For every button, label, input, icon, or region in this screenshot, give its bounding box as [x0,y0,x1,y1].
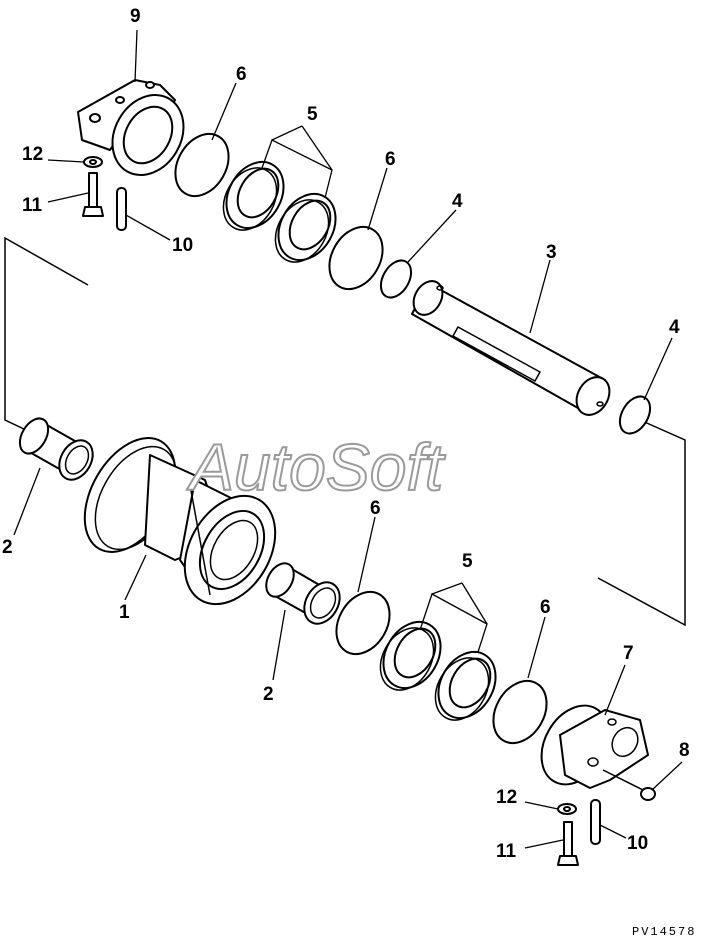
part-5-seal-upper-1 [222,161,285,231]
callout-6: 6 [236,64,247,85]
callout-4: 4 [452,191,463,212]
callout-4: 4 [669,317,680,338]
callout-10: 10 [172,235,193,256]
part-6-oring-upper-2 [328,226,384,290]
part-2-bushing-left [18,417,94,481]
part-12-washer-lower [557,803,577,815]
part-8-plug [602,769,656,801]
callout-11: 11 [22,195,43,216]
callout-2: 2 [2,537,13,558]
callout-12: 12 [496,787,517,808]
callout-6: 6 [385,149,396,170]
part-3-shaft [411,280,611,416]
callout-labels: 9 6 5 6 4 3 4 12 11 10 2 1 6 5 2 6 7 8 1… [2,6,690,862]
part-5-seal-lower-1 [379,621,442,691]
part-11-bolt-upper [82,172,104,217]
callout-10: 10 [627,833,648,854]
part-7-collar [540,704,649,789]
part-1-roller [83,437,277,606]
drawing-code: PV14578 [632,925,696,939]
part-9-collar [77,79,185,176]
callout-2: 2 [263,684,274,705]
part-6-oring-lower-2 [492,680,548,744]
callout-5: 5 [307,104,318,125]
callout-9: 9 [130,6,141,27]
watermark: AutoSoft [186,430,446,504]
part-5-seal-lower-2 [434,651,497,721]
part-6-oring-lower-1 [335,591,391,655]
part-11-bolt-lower [557,821,579,866]
callout-7: 7 [623,643,634,664]
part-4-oring-lower [618,395,652,435]
callout-12: 12 [22,144,43,165]
callout-11: 11 [496,841,517,862]
part-12-washer-upper [83,156,103,168]
callout-8: 8 [679,740,690,761]
callout-5: 5 [462,551,473,572]
part-6-oring-upper-1 [174,133,230,197]
part-10-pin-upper [116,187,127,231]
callout-3: 3 [546,242,557,263]
leader-lines [13,29,683,849]
callout-1: 1 [119,602,130,623]
assembly-guide-lines [4,236,686,627]
part-5-seal-upper-2 [274,193,337,263]
part-10-pin-lower [590,799,601,845]
part-4-oring-upper [379,259,413,299]
callout-6: 6 [370,498,381,519]
part-2-bushing-right [265,562,341,625]
callout-6: 6 [540,597,551,618]
